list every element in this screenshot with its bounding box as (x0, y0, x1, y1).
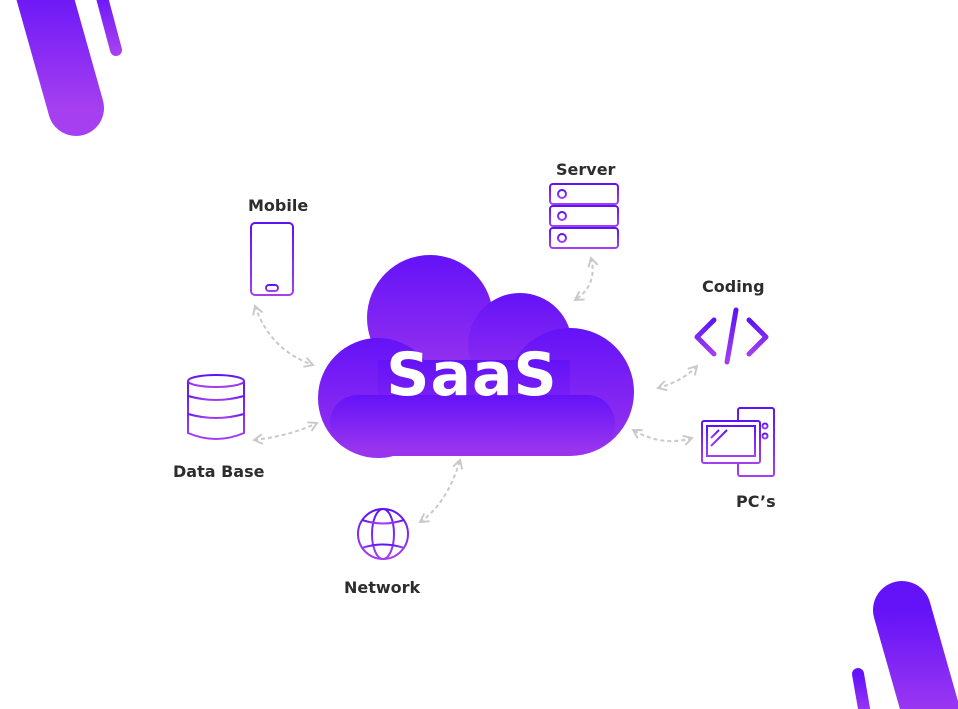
connector-server (573, 256, 599, 302)
connector-pcs (631, 429, 694, 446)
connector-database (252, 421, 319, 445)
decorative-streak-bottom-right (852, 581, 958, 709)
server-rack-icon (549, 183, 619, 249)
decorative-streak-top-left (16, 0, 122, 136)
saas-title: SaaS (386, 340, 558, 410)
coding-label: Coding (702, 277, 765, 296)
saas-cloud (318, 255, 634, 458)
code-brackets-icon (694, 307, 769, 365)
globe-icon (357, 508, 409, 560)
pcs-label: PC’s (736, 492, 776, 511)
network-label: Network (344, 578, 421, 597)
connector-mobile (252, 304, 315, 368)
server-label: Server (556, 160, 616, 179)
connector-network (418, 458, 464, 524)
database-label: Data Base (173, 462, 265, 481)
database-icon (187, 374, 245, 440)
desktop-computer-icon (701, 407, 775, 477)
mobile-label: Mobile (248, 196, 309, 215)
mobile-phone-icon (250, 222, 294, 296)
connector-coding (656, 364, 699, 392)
